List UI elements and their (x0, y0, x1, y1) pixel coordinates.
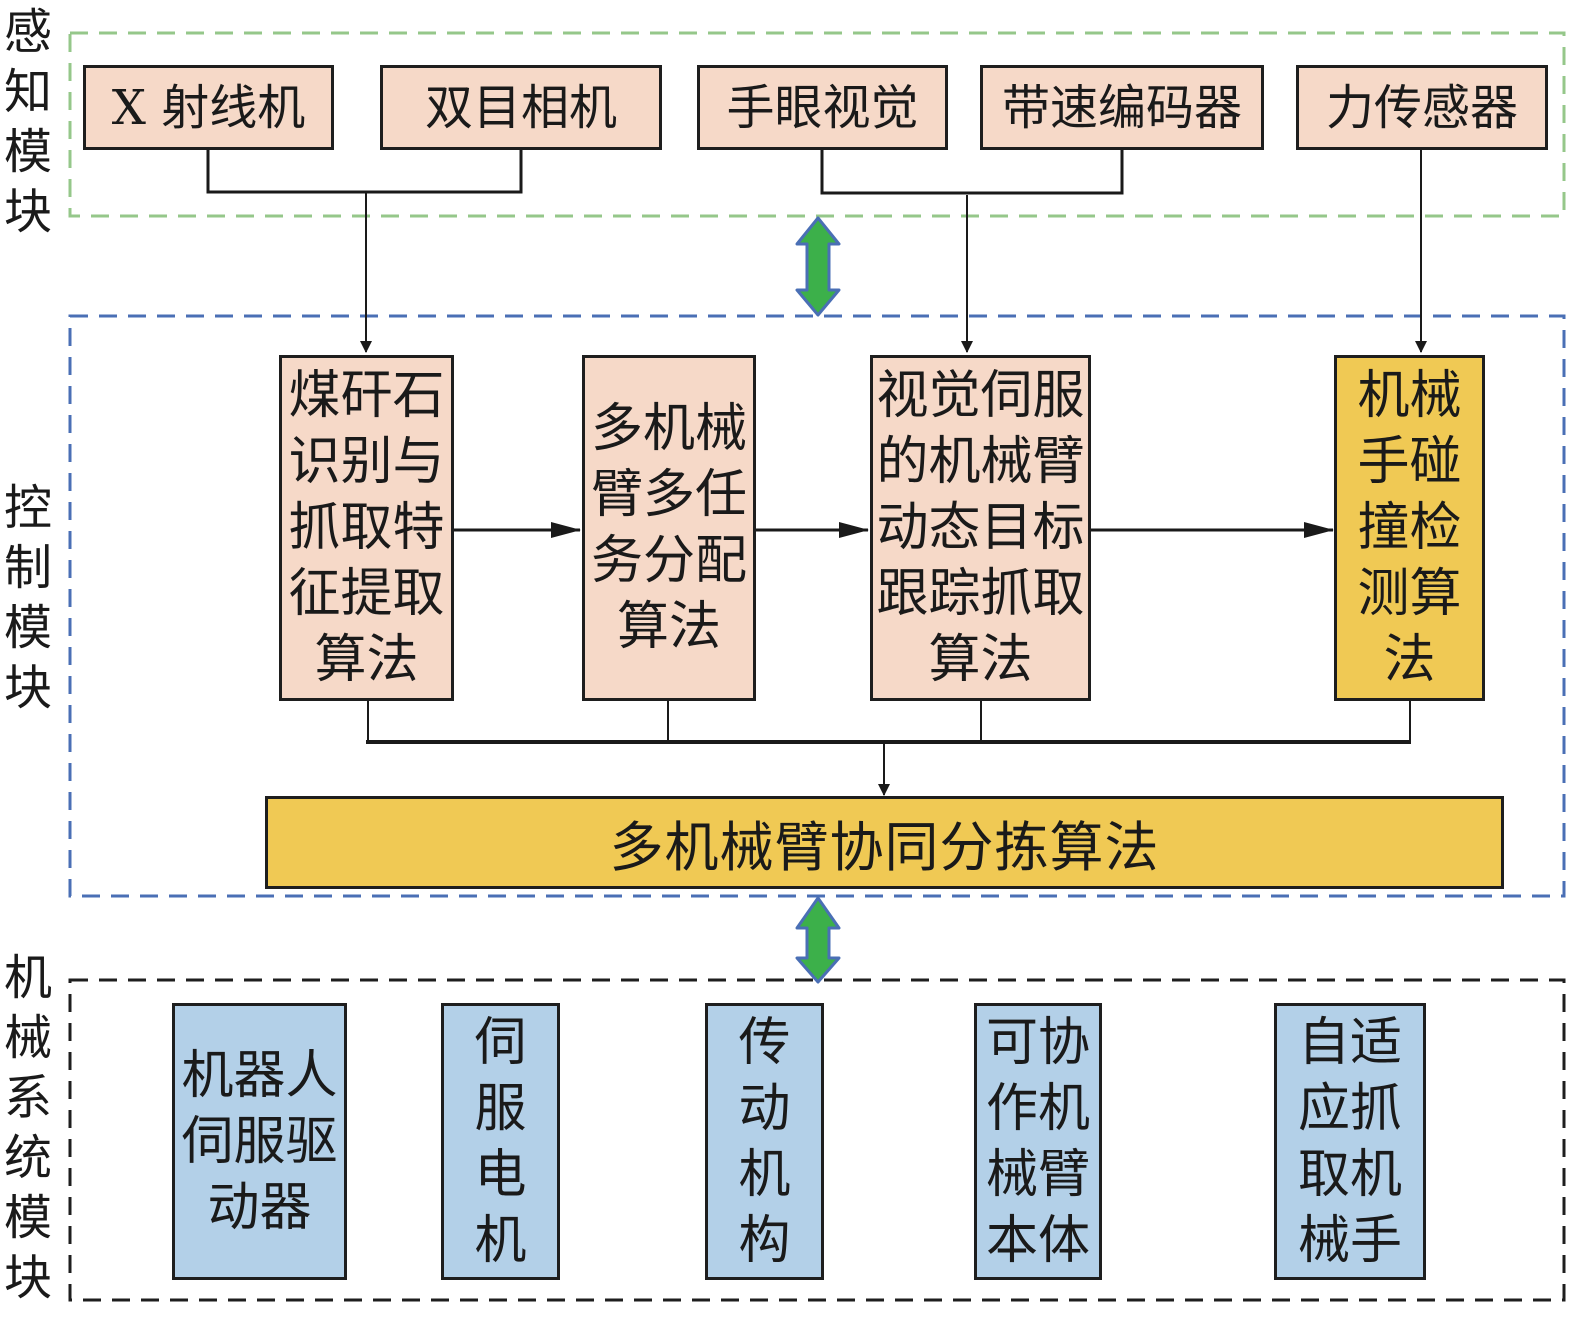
sensor-label: 手眼视觉 (726, 79, 919, 136)
cooperative-label: 多机械臂协同分拣算法 (609, 816, 1160, 879)
sensor-label: 力传感器 (1325, 79, 1518, 136)
sensor-label: 带速编码器 (1001, 79, 1242, 136)
perception-module-region (68, 31, 1566, 218)
component-servo-driver: 机器人 伺服驱 动器 (172, 1003, 347, 1280)
algorithm-label: 多机械 臂多任 务分配 算法 (590, 399, 747, 657)
component-collaborative-arm-body: 可协 作机 械臂 本体 (974, 1003, 1102, 1280)
sensor-label: X 射线机 (111, 79, 306, 136)
perception-module-label: 感 知 模 块 (3, 4, 52, 240)
sensor-label: 双目相机 (424, 79, 617, 136)
algorithm-collision-detection: 机械 手碰 撞检 测算 法 (1334, 355, 1485, 701)
algorithm-recognition-feature-extraction: 煤矸石 识别与 抓取特 征提取 算法 (279, 355, 454, 701)
component-adaptive-gripper: 自适 应抓 取机 械手 (1274, 1003, 1426, 1280)
sensor-merge-connector-middle (820, 148, 1124, 353)
bidirectional-arrow-perception-control (795, 216, 841, 317)
algorithm-visual-servo-tracking: 视觉伺服 的机械臂 动态目标 跟踪抓取 算法 (870, 355, 1091, 701)
control-module-label: 控 制 模 块 (3, 480, 52, 716)
sensor-xray-machine: X 射线机 (83, 65, 334, 150)
control-module-region (68, 314, 1566, 898)
sensor-merge-connector-left (206, 148, 523, 353)
sensor-belt-speed-encoder: 带速编码器 (980, 65, 1264, 150)
algorithm-label: 机械 手碰 撞检 测算 法 (1357, 366, 1462, 690)
component-label: 自适 应抓 取机 械手 (1297, 1012, 1402, 1271)
bidirectional-arrow-control-mechanical (795, 896, 841, 984)
algorithm-label: 视觉伺服 的机械臂 动态目标 跟踪抓取 算法 (876, 366, 1085, 690)
component-label: 机器人 伺服驱 动器 (181, 1045, 338, 1238)
mechanical-module-region (68, 978, 1566, 1302)
component-label: 可协 作机 械臂 本体 (985, 1012, 1090, 1271)
sensor-hand-eye-vision: 手眼视觉 (697, 65, 948, 150)
component-transmission-mechanism: 传 动 机 构 (705, 1003, 824, 1280)
algorithm-merge-bus (366, 700, 1411, 796)
algorithm-cooperative-sorting: 多机械臂协同分拣算法 (265, 796, 1504, 889)
sensor-force-sensor: 力传感器 (1296, 65, 1548, 150)
component-label: 伺 服 电 机 (474, 1012, 527, 1271)
algorithm-multi-task-allocation: 多机械 臂多任 务分配 算法 (582, 355, 756, 701)
mechanical-module-label: 机 械 系 统 模 块 (3, 950, 52, 1306)
sensor-binocular-camera: 双目相机 (380, 65, 662, 150)
component-servo-motor: 伺 服 电 机 (441, 1003, 560, 1280)
algorithm-label: 煤矸石 识别与 抓取特 征提取 算法 (288, 366, 445, 690)
component-label: 传 动 机 构 (738, 1012, 791, 1271)
